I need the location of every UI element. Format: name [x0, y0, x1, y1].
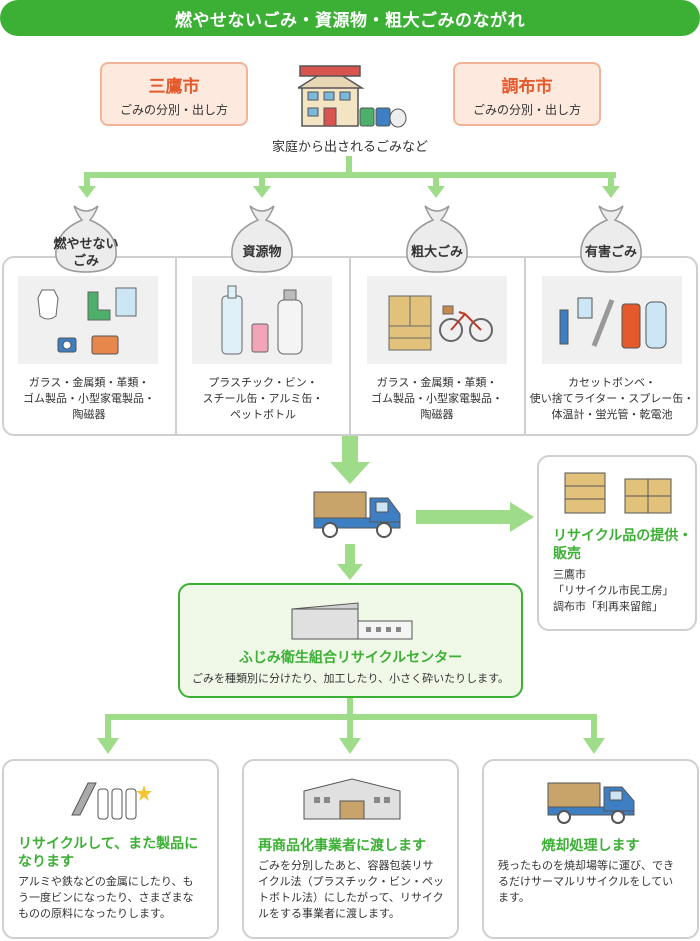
- recycle-center-title: ふじみ衛生組合リサイクルセンター: [238, 650, 463, 666]
- city-name: 三鷹市: [148, 77, 200, 97]
- title-line: 販売: [553, 546, 581, 562]
- desc-line: う一度ビンになったり、さまざまな: [18, 891, 194, 904]
- city-name: 調布市: [501, 77, 553, 97]
- desc-line: 「リサイクル市民工房」: [553, 584, 674, 597]
- truck-icon: [547, 782, 635, 824]
- household-label: 家庭から出されるごみなど: [271, 140, 428, 155]
- desc-line: プラスチック・ビン・: [208, 376, 318, 389]
- down-arrow: [337, 544, 363, 580]
- factory-icon: [291, 602, 413, 640]
- down-arrows: [97, 714, 605, 754]
- desc-line: アルミや鉄などの金属にしたり、も: [18, 875, 194, 888]
- desc-line: ごみを分別したあと、容器包装リサ: [258, 859, 434, 872]
- recycle-goods-title: リサイクル品の提供・ 販売: [553, 527, 697, 563]
- desc-line: るだけサーマルリサイクルをしてい: [498, 875, 674, 888]
- mitaka-guide-button[interactable]: 三鷹市 ごみの分別・出し方: [100, 62, 248, 126]
- category-title-line: 燃やせない: [53, 237, 119, 252]
- recycle-center-box: ふじみ衛生組合リサイクルセンター ごみを種類別に分けたり、加工したり、小さく砕い…: [178, 583, 523, 698]
- divider: [175, 258, 177, 434]
- truck-icon: [313, 491, 401, 538]
- oversized-image: [367, 276, 507, 364]
- garbage-bag-icon: [231, 205, 293, 273]
- outcome-desc: ごみを分別したあと、容器包装リサ イクル法（プラスチック・ビン・ペッ トボトル法…: [258, 858, 458, 922]
- hazardous-image: [542, 276, 682, 364]
- category-desc-hazardous: カセットボンベ・ 使い捨てライター・スプレー缶・ 体温計・蛍光管・乾電池: [528, 375, 696, 423]
- outcome-reprocessor-box: 再商品化事業者に渡します ごみを分別したあと、容器包装リサ イクル法（プラスチッ…: [242, 759, 459, 939]
- desc-line: 三鷹市: [553, 568, 586, 581]
- flow-line: [347, 698, 353, 720]
- title-line: リサイクルして、また製品に: [18, 836, 199, 852]
- bottles-icon: [71, 782, 152, 820]
- chofu-guide-button[interactable]: 調布市 ごみの分別・出し方: [453, 62, 601, 126]
- outcome-title: 焼却処理します: [541, 838, 640, 854]
- down-arrow: [330, 436, 370, 484]
- garbage-bag-icon: [406, 205, 468, 273]
- outcome-title: 再商品化事業者に渡します: [258, 838, 426, 854]
- title-line: なります: [18, 854, 74, 870]
- category-desc-resources: プラスチック・ビン・ スチール缶・アルミ缶・ ペットボトル: [180, 375, 346, 423]
- desc-line: 使い捨てライター・スプレー缶・: [529, 392, 695, 405]
- city-sub: ごみの分別・出し方: [119, 103, 228, 117]
- warehouse-icon: [303, 778, 401, 820]
- incombustible-image: [18, 276, 158, 364]
- category-title-oversized: 粗大ごみ: [410, 245, 463, 260]
- desc-line: 調布市「利再来留館」: [553, 600, 663, 613]
- category-title-hazardous: 有害ごみ: [584, 245, 637, 260]
- furniture-icon: [564, 472, 672, 514]
- flow-line: [346, 156, 352, 178]
- desc-line: スチール缶・アルミ缶・: [202, 392, 324, 405]
- desc-line: 陶磁器: [72, 408, 106, 421]
- house-icon: [298, 65, 407, 128]
- desc-line: ゴム製品・小型家電製品・: [23, 392, 155, 405]
- resources-image: [192, 276, 332, 364]
- category-title-incombustible: 燃やせない ごみ: [36, 236, 136, 270]
- down-arrows: [78, 172, 620, 198]
- desc-line: ます。: [498, 891, 530, 904]
- category-desc-oversized: ガラス・金属類・革類・ ゴム製品・小型家電製品・ 陶磁器: [354, 375, 520, 423]
- recycle-goods-desc: 三鷹市 「リサイクル市民工房」 調布市「利再来留館」: [553, 567, 697, 615]
- divider: [524, 258, 526, 434]
- desc-line: ルをする事業者に渡します。: [258, 907, 400, 920]
- outcome-title: リサイクルして、また製品に なります: [18, 835, 213, 871]
- desc-line: 体温計・蛍光管・乾電池: [551, 408, 673, 421]
- desc-line: 残ったものを焼却場等に運び、でき: [498, 859, 674, 872]
- outcome-recycle-box: リサイクルして、また製品に なります アルミや鉄などの金属にしたり、も う一度ビ…: [2, 759, 219, 939]
- outcome-incineration-box: 焼却処理します 残ったものを焼却場等に運び、でき るだけサーマルリサイクルをして…: [482, 759, 699, 939]
- outcome-desc: 残ったものを焼却場等に運び、でき るだけサーマルリサイクルをしてい ます。: [498, 858, 698, 906]
- desc-line: ものの原料になったりします。: [18, 907, 171, 920]
- desc-line: 陶磁器: [420, 408, 454, 421]
- desc-line: ガラス・金属類・革類・: [376, 376, 498, 389]
- desc-line: ゴム製品・小型家電製品・: [371, 392, 503, 405]
- desc-line: カセットボンベ・: [568, 376, 656, 389]
- category-desc-incombustible: ガラス・金属類・革類・ ゴム製品・小型家電製品・ 陶磁器: [8, 375, 170, 423]
- flow-line: [84, 172, 616, 178]
- outcome-desc: アルミや鉄などの金属にしたり、も う一度ビンになったり、さまざまな ものの原料に…: [18, 874, 218, 922]
- category-title-resources: 資源物: [242, 245, 282, 260]
- garbage-bag-icon: [55, 205, 117, 273]
- recycle-goods-box: リサイクル品の提供・ 販売 三鷹市 「リサイクル市民工房」 調布市「利再来留館」: [537, 455, 697, 631]
- garbage-bag-icon: [580, 205, 642, 273]
- desc-line: ペットボトル: [230, 408, 296, 421]
- title-line: リサイクル品の提供・: [553, 528, 693, 544]
- category-title-line: ごみ: [72, 254, 99, 269]
- right-arrow: [416, 502, 534, 532]
- divider: [349, 258, 351, 434]
- desc-line: ガラス・金属類・革類・: [28, 376, 150, 389]
- desc-line: トボトル法）にしたがって、リサイク: [258, 891, 444, 904]
- page-title: 燃やせないごみ・資源物・粗大ごみのながれ: [175, 10, 525, 31]
- header-bar: 燃やせないごみ・資源物・粗大ごみのながれ: [0, 0, 700, 36]
- desc-line: イクル法（プラスチック・ビン・ペッ: [258, 875, 445, 888]
- city-sub: ごみの分別・出し方: [472, 103, 581, 117]
- recycle-center-desc: ごみを種類別に分けたり、加工したり、小さく砕いたりします。: [191, 672, 510, 685]
